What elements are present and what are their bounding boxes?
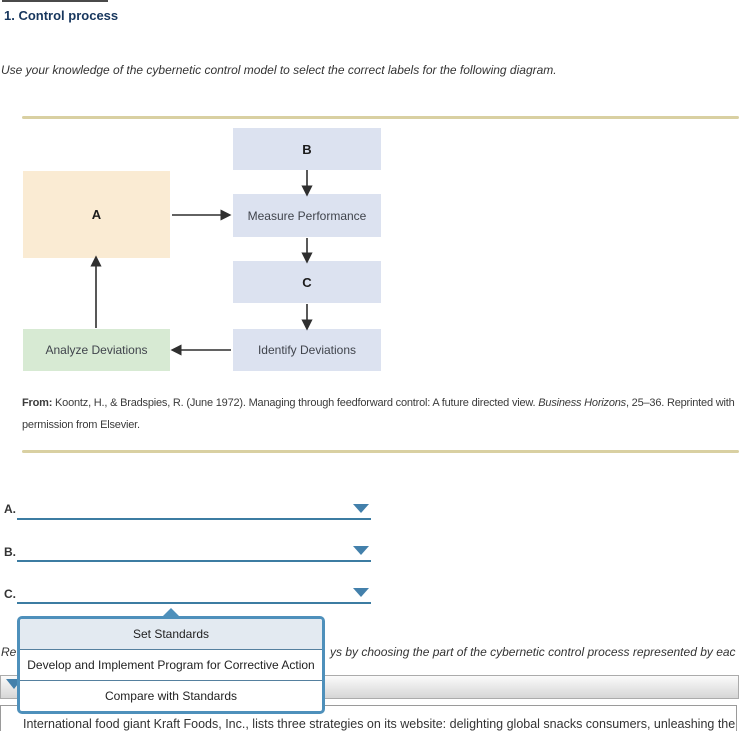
select-b[interactable] <box>17 560 371 562</box>
menu-caret-icon <box>162 608 180 617</box>
menu-option-set-standards[interactable]: Set Standards <box>20 619 322 649</box>
select-c-open-menu: Set Standards Develop and Implement Prog… <box>17 616 325 714</box>
citation-from-label: From: <box>22 397 53 409</box>
diagram-box-analyze-deviations: Analyze Deviations <box>23 329 170 371</box>
citation-text-2: , 25–36. Reprinted with permission from … <box>22 397 735 431</box>
menu-separator <box>20 649 322 650</box>
obscured-text-left-fragment: Re <box>1 645 17 659</box>
diagram-box-c: C <box>233 261 381 303</box>
citation-text-1: Koontz, H., & Bradspies, R. (June 1972).… <box>52 397 539 409</box>
top-edge-artifact <box>2 0 108 2</box>
citation: From: Koontz, H., & Bradspies, R. (June … <box>22 392 739 436</box>
instruction-text: Use your knowledge of the cybernetic con… <box>1 63 557 77</box>
diagram-box-b: B <box>233 128 381 170</box>
citation-journal: Business Horizons <box>538 397 626 409</box>
select-a[interactable] <box>17 518 371 520</box>
select-a-label: A. <box>4 502 16 516</box>
select-b-dropdown-arrow-icon[interactable] <box>353 546 369 555</box>
diagram-box-identify-deviations: Identify Deviations <box>233 329 381 371</box>
menu-option-compare-standards[interactable]: Compare with Standards <box>104 689 238 703</box>
section-header-dropdown-arrow-icon[interactable] <box>6 679 22 689</box>
select-a-dropdown-arrow-icon[interactable] <box>353 504 369 513</box>
select-c[interactable] <box>17 602 371 604</box>
diagram-box-measure-performance: Measure Performance <box>233 194 381 237</box>
obscured-text-right-fragment: ys by choosing the part of the cyberneti… <box>330 645 736 659</box>
divider-top <box>22 116 739 119</box>
divider-bottom <box>22 450 739 453</box>
next-question-text: International food giant Kraft Foods, In… <box>23 717 739 731</box>
page-title: 1. Control process <box>4 8 119 23</box>
select-b-label: B. <box>4 545 16 559</box>
next-question-box: International food giant Kraft Foods, In… <box>0 705 739 731</box>
select-c-dropdown-arrow-icon[interactable] <box>353 588 369 597</box>
diagram-box-a: A <box>23 171 170 258</box>
select-c-label: C. <box>4 587 16 601</box>
menu-separator <box>20 680 322 681</box>
menu-option-develop-program[interactable]: Develop and Implement Program for Correc… <box>27 658 315 672</box>
